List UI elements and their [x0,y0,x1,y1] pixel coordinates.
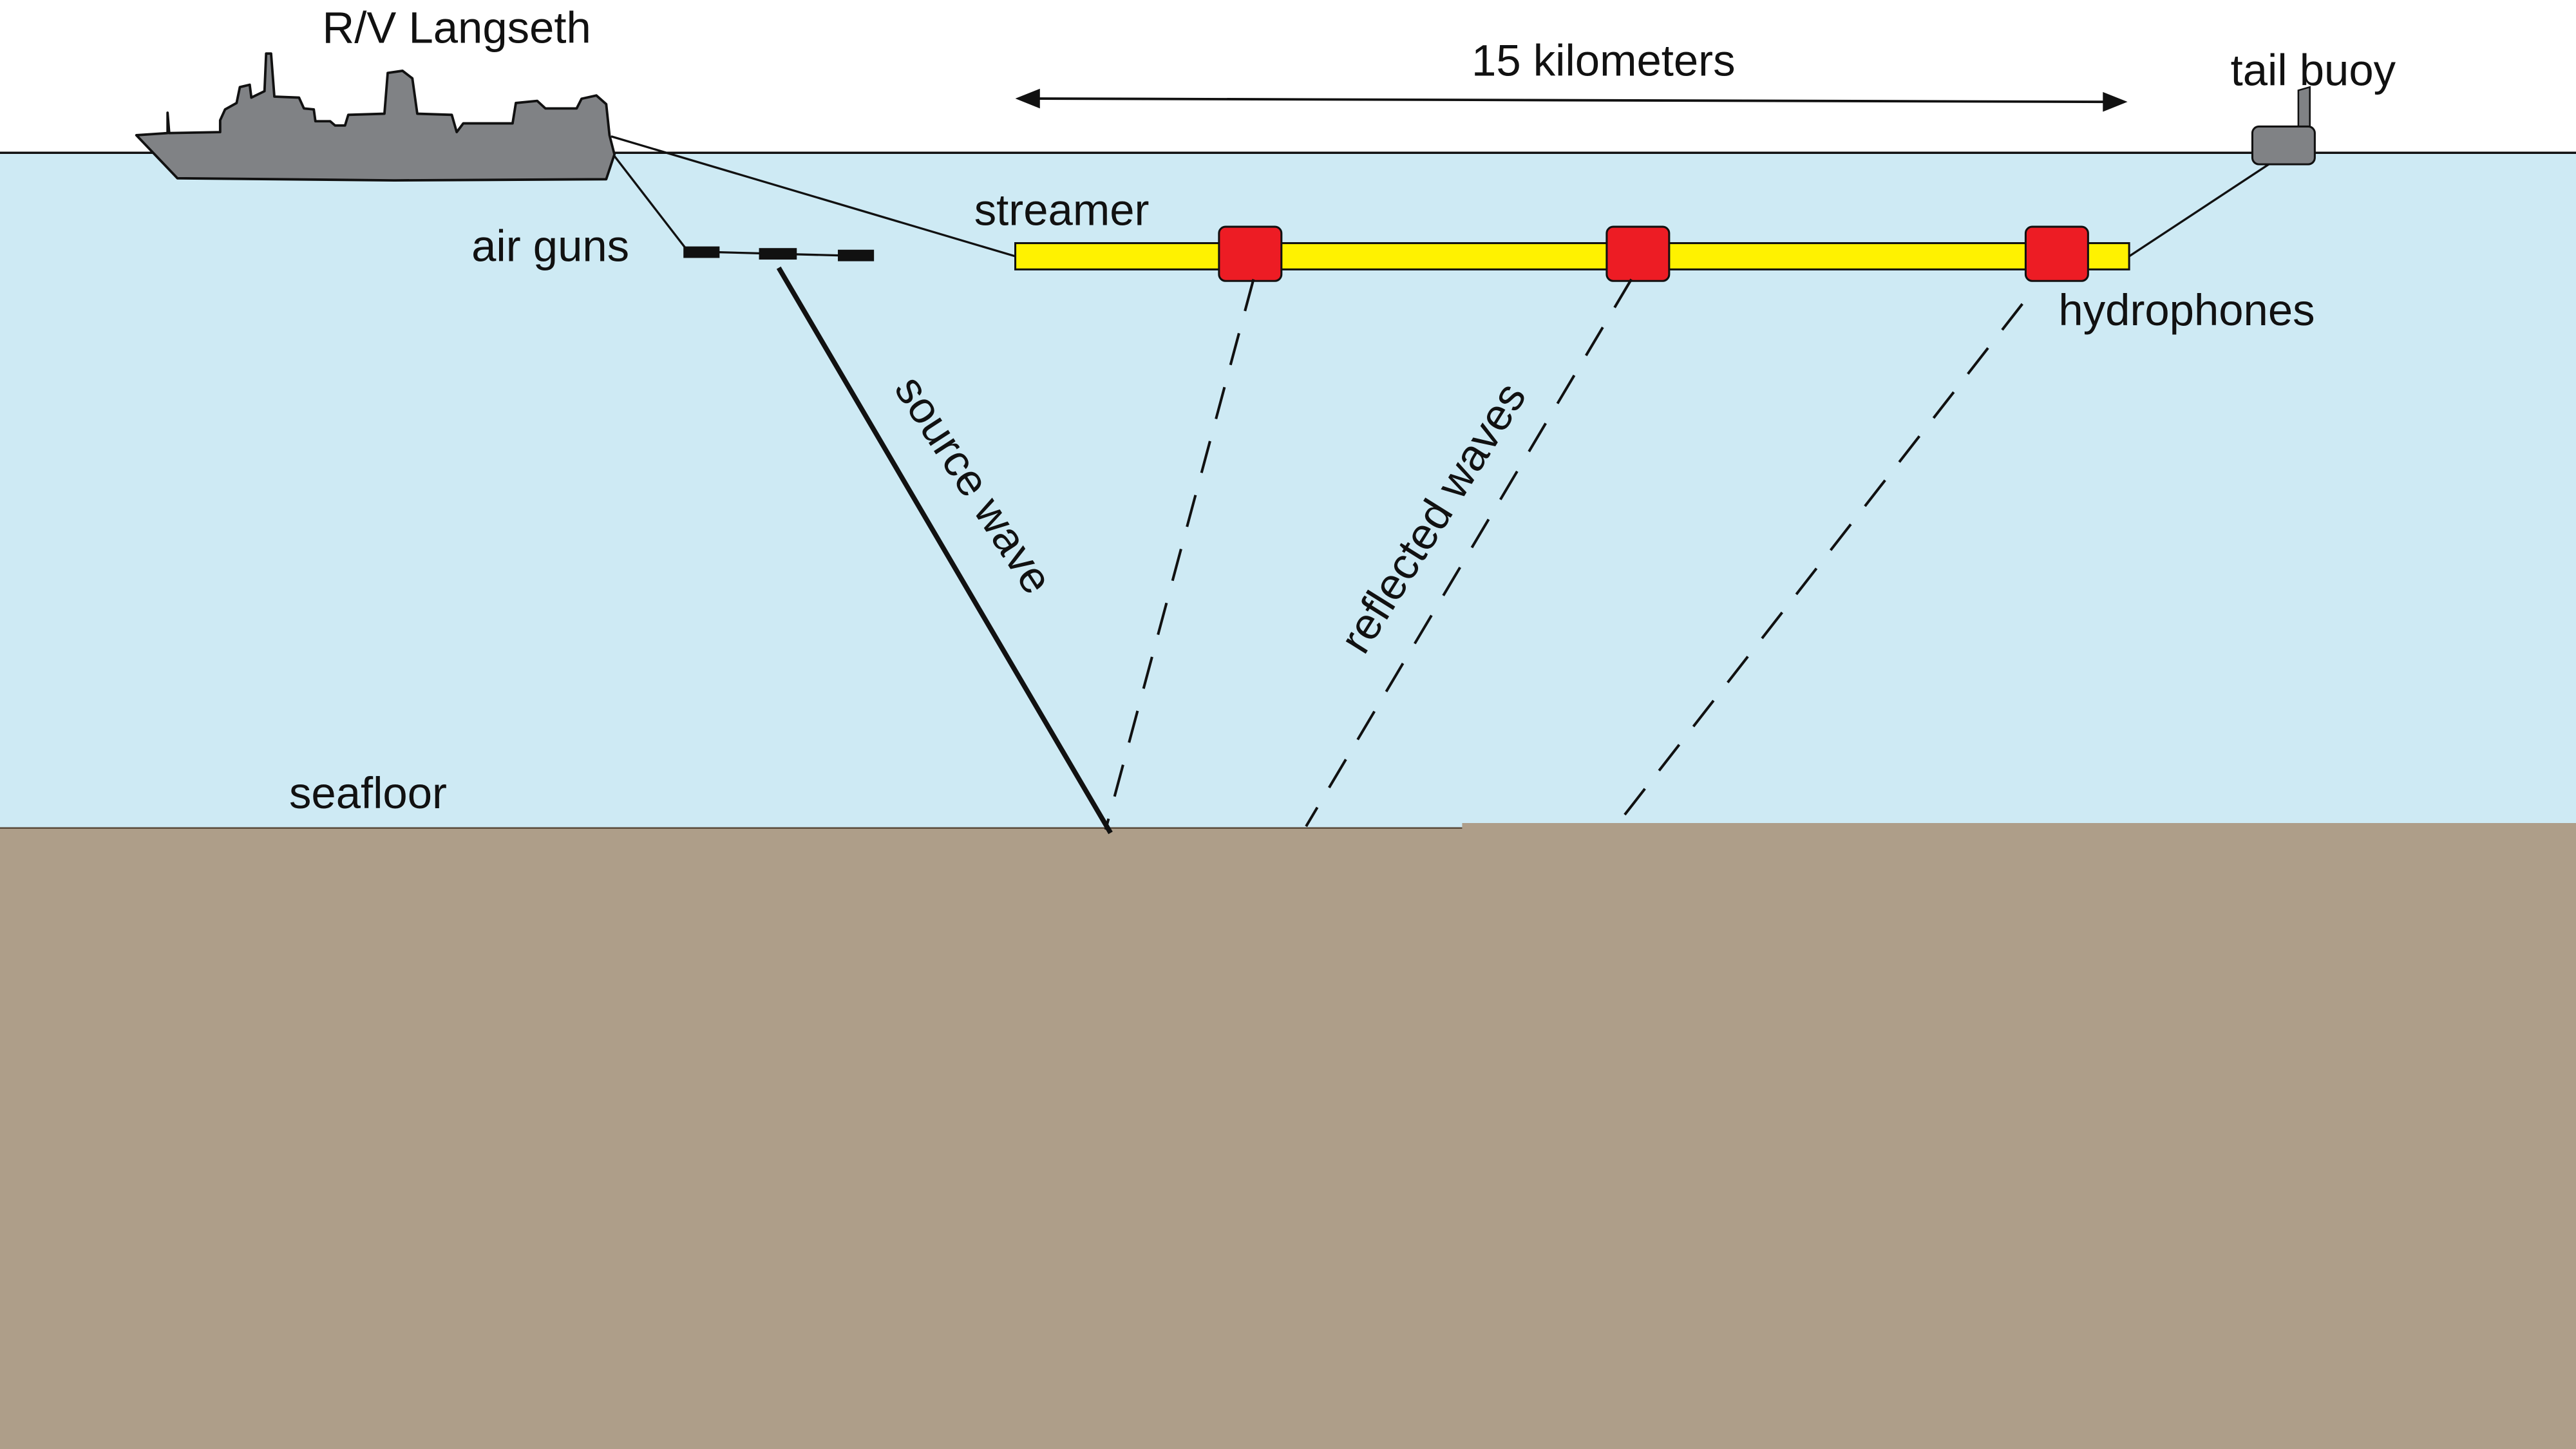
air-guns-label: air guns [471,222,629,271]
vessel-label: R/V Langseth [323,3,591,52]
arrowhead-right-icon [2103,91,2128,112]
hydrophone [1218,225,1283,282]
air-gun [838,249,875,261]
tail-buoy-icon [2251,125,2316,166]
hydrophones-label: hydrophones [2058,285,2315,335]
streamer-tow-line [611,135,1016,258]
streamer [1014,242,2130,270]
hydrophone [2024,225,2089,282]
source-wave-ray [776,266,1113,835]
air-gun [759,248,797,260]
air-gun [683,246,720,258]
reflected-wave-ray [1305,278,1633,828]
streamer-label: streamer [974,185,1150,234]
distance-arrow [1035,97,2107,104]
distance-label: 15 kilometers [1472,35,1736,85]
airgun-tow-line [613,155,688,251]
hydrophone [1605,225,1671,282]
buoy-tow-line [2128,163,2269,258]
seafloor-label: seafloor [289,768,447,818]
ship-icon [135,52,616,182]
seafloor-ground [0,823,2576,1449]
tail-buoy-label: tail buoy [2231,46,2396,95]
arrowhead-left-icon [1015,88,1040,109]
reflected-wave-ray [1104,279,1255,830]
